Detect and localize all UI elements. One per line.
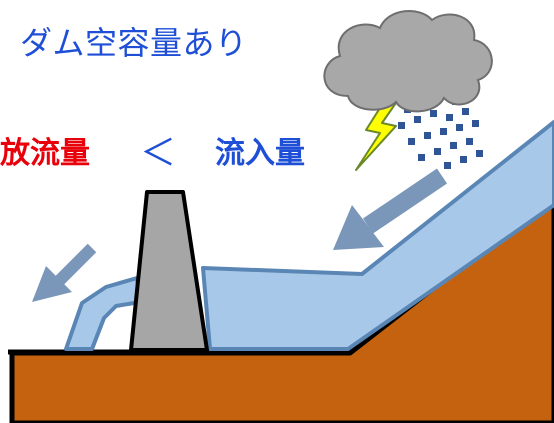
outlet-water [64,276,142,351]
outflow-label: 放流量 [0,136,90,171]
reservoir-water [201,120,554,351]
dam-body [129,190,209,352]
rain-cloud-icon [323,9,493,113]
comparison-symbol: ＜ [140,133,177,174]
inflow-arrow-icon [333,168,448,250]
diagram-title: ダム空容量あり [20,24,248,62]
outflow-arrow-icon [32,243,97,302]
inflow-label: 流入量 [215,136,305,171]
